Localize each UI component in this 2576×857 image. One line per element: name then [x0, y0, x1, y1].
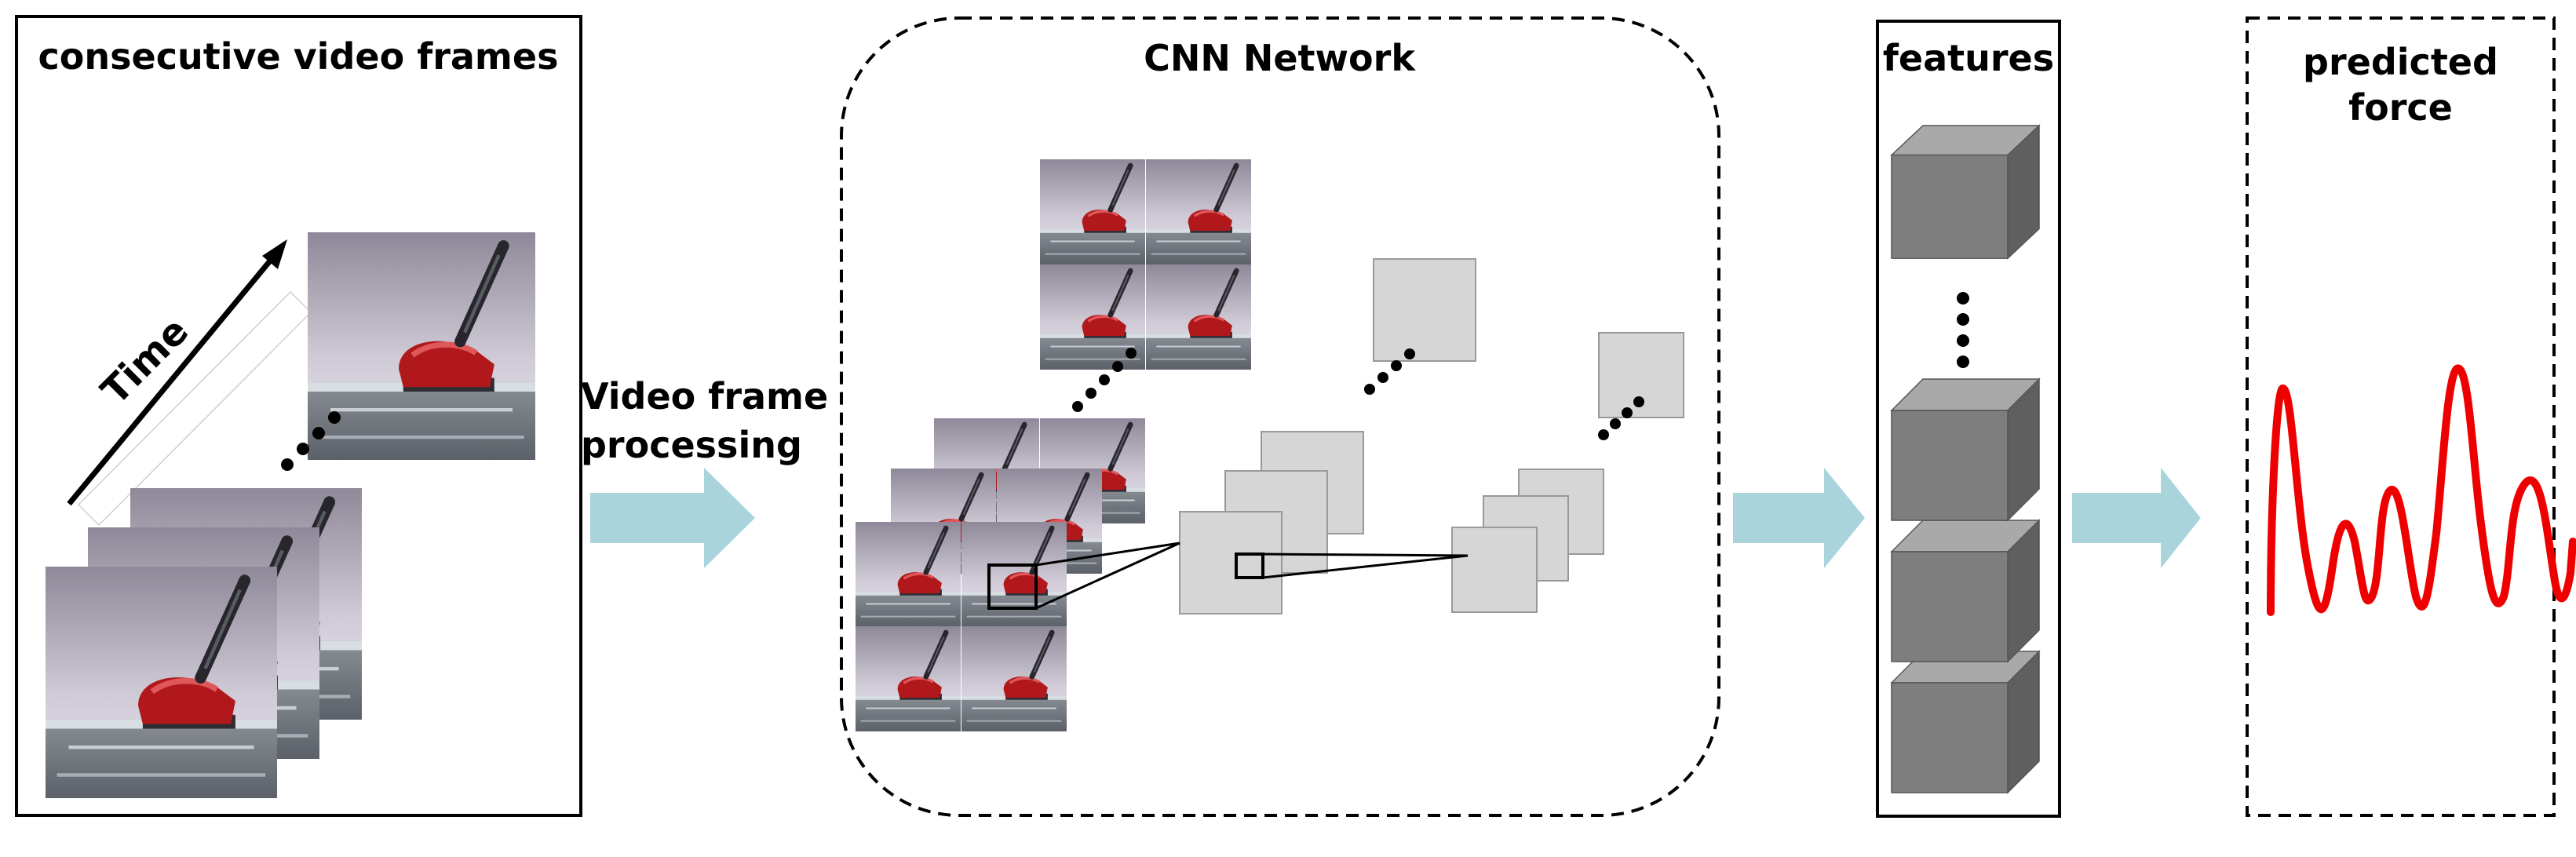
processing-label-line2: processing — [581, 424, 802, 466]
time-axis — [67, 239, 312, 527]
features-panel-border — [1876, 20, 2061, 818]
prediction-title-line2: force — [2348, 86, 2453, 129]
feature-maps-layer2 — [1451, 469, 1604, 613]
feature-cube-stack — [1891, 378, 2040, 793]
feature-maps-layer1 — [1179, 431, 1364, 614]
input-frame-grid-top — [1040, 159, 1251, 370]
recent-frame — [308, 232, 535, 460]
prediction-panel-border — [2246, 16, 2556, 817]
to-features-arrow — [1733, 468, 1865, 568]
processing-label-line1: Video frame — [581, 375, 829, 418]
processing-arrow — [590, 468, 755, 568]
layer1-ellipsis — [1364, 348, 1415, 395]
layer2-ellipsis — [1598, 396, 1644, 440]
frames-ellipsis — [281, 411, 341, 471]
cnn-panel-border — [840, 16, 1720, 817]
input-ellipsis — [1072, 348, 1137, 412]
features-ellipsis — [1957, 292, 1969, 368]
to-prediction-arrow — [2072, 468, 2201, 568]
frames-panel-title: consecutive video frames — [38, 35, 559, 78]
features-panel-title: features — [1882, 37, 2055, 79]
convolution-windows — [987, 542, 1469, 610]
feature-cube-top — [1891, 125, 2040, 259]
force-curve — [2267, 364, 2576, 616]
input-frame-stack — [856, 418, 1145, 731]
cnn-panel-title: CNN Network — [1144, 37, 1415, 79]
frame-stack — [46, 488, 362, 798]
feature-map-top-1 — [1373, 258, 1476, 362]
frames-panel-border — [15, 15, 582, 817]
prediction-title-line1: predicted — [2303, 41, 2498, 83]
